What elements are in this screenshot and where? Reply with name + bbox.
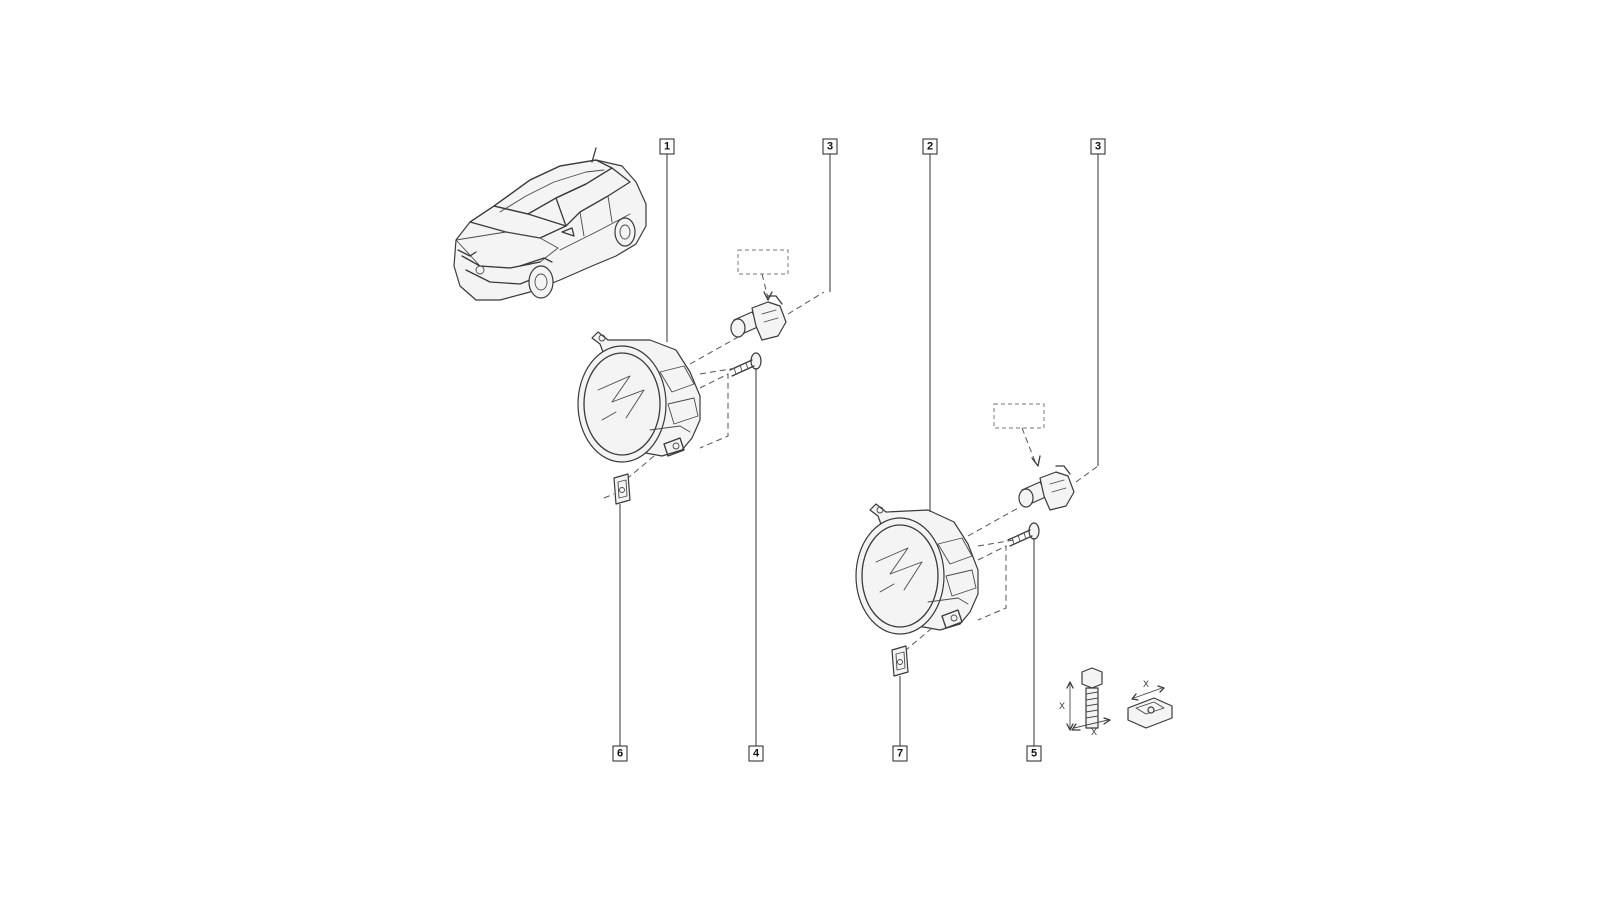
callout-1: 1 (659, 138, 675, 155)
callout-label: 3 (827, 141, 833, 153)
bolt-dimension-inset: X X (1059, 667, 1111, 737)
callout-label: 1 (664, 141, 670, 153)
callout-3-left: 3 (822, 138, 838, 155)
callout-label: 5 (1031, 748, 1037, 760)
callout-label: 4 (753, 748, 760, 760)
fog-lamp-right (855, 503, 979, 635)
callout-7: 7 (892, 745, 908, 762)
clip-dimension-inset: X (1127, 679, 1173, 729)
callout-label: 7 (897, 748, 903, 760)
dimension-label: X (1091, 727, 1097, 737)
callout-label: 6 (617, 748, 623, 760)
bulb-left (730, 295, 787, 341)
callout-label: 3 (1095, 141, 1101, 153)
bolt-icon (1081, 667, 1103, 729)
bulb-right (1018, 465, 1075, 511)
nut-clip-icon (613, 473, 631, 505)
nut-clip-icon (1127, 697, 1173, 729)
halogen-bulb-icon (730, 295, 787, 341)
callout-4: 4 (748, 745, 764, 762)
clip-right (891, 645, 909, 677)
fog-lamp-left (577, 331, 701, 463)
callout-label: 2 (927, 141, 933, 153)
hatchback-car-icon (453, 147, 647, 301)
callout-2: 2 (922, 138, 938, 155)
clip-left (613, 473, 631, 505)
callout-5: 5 (1026, 745, 1042, 762)
dimension-label: X (1143, 679, 1149, 689)
halogen-bulb-icon (1018, 465, 1075, 511)
dimension-label: X (1059, 701, 1065, 711)
nut-clip-icon (891, 645, 909, 677)
callout-6: 6 (612, 745, 628, 762)
callout-3-right: 3 (1090, 138, 1106, 155)
